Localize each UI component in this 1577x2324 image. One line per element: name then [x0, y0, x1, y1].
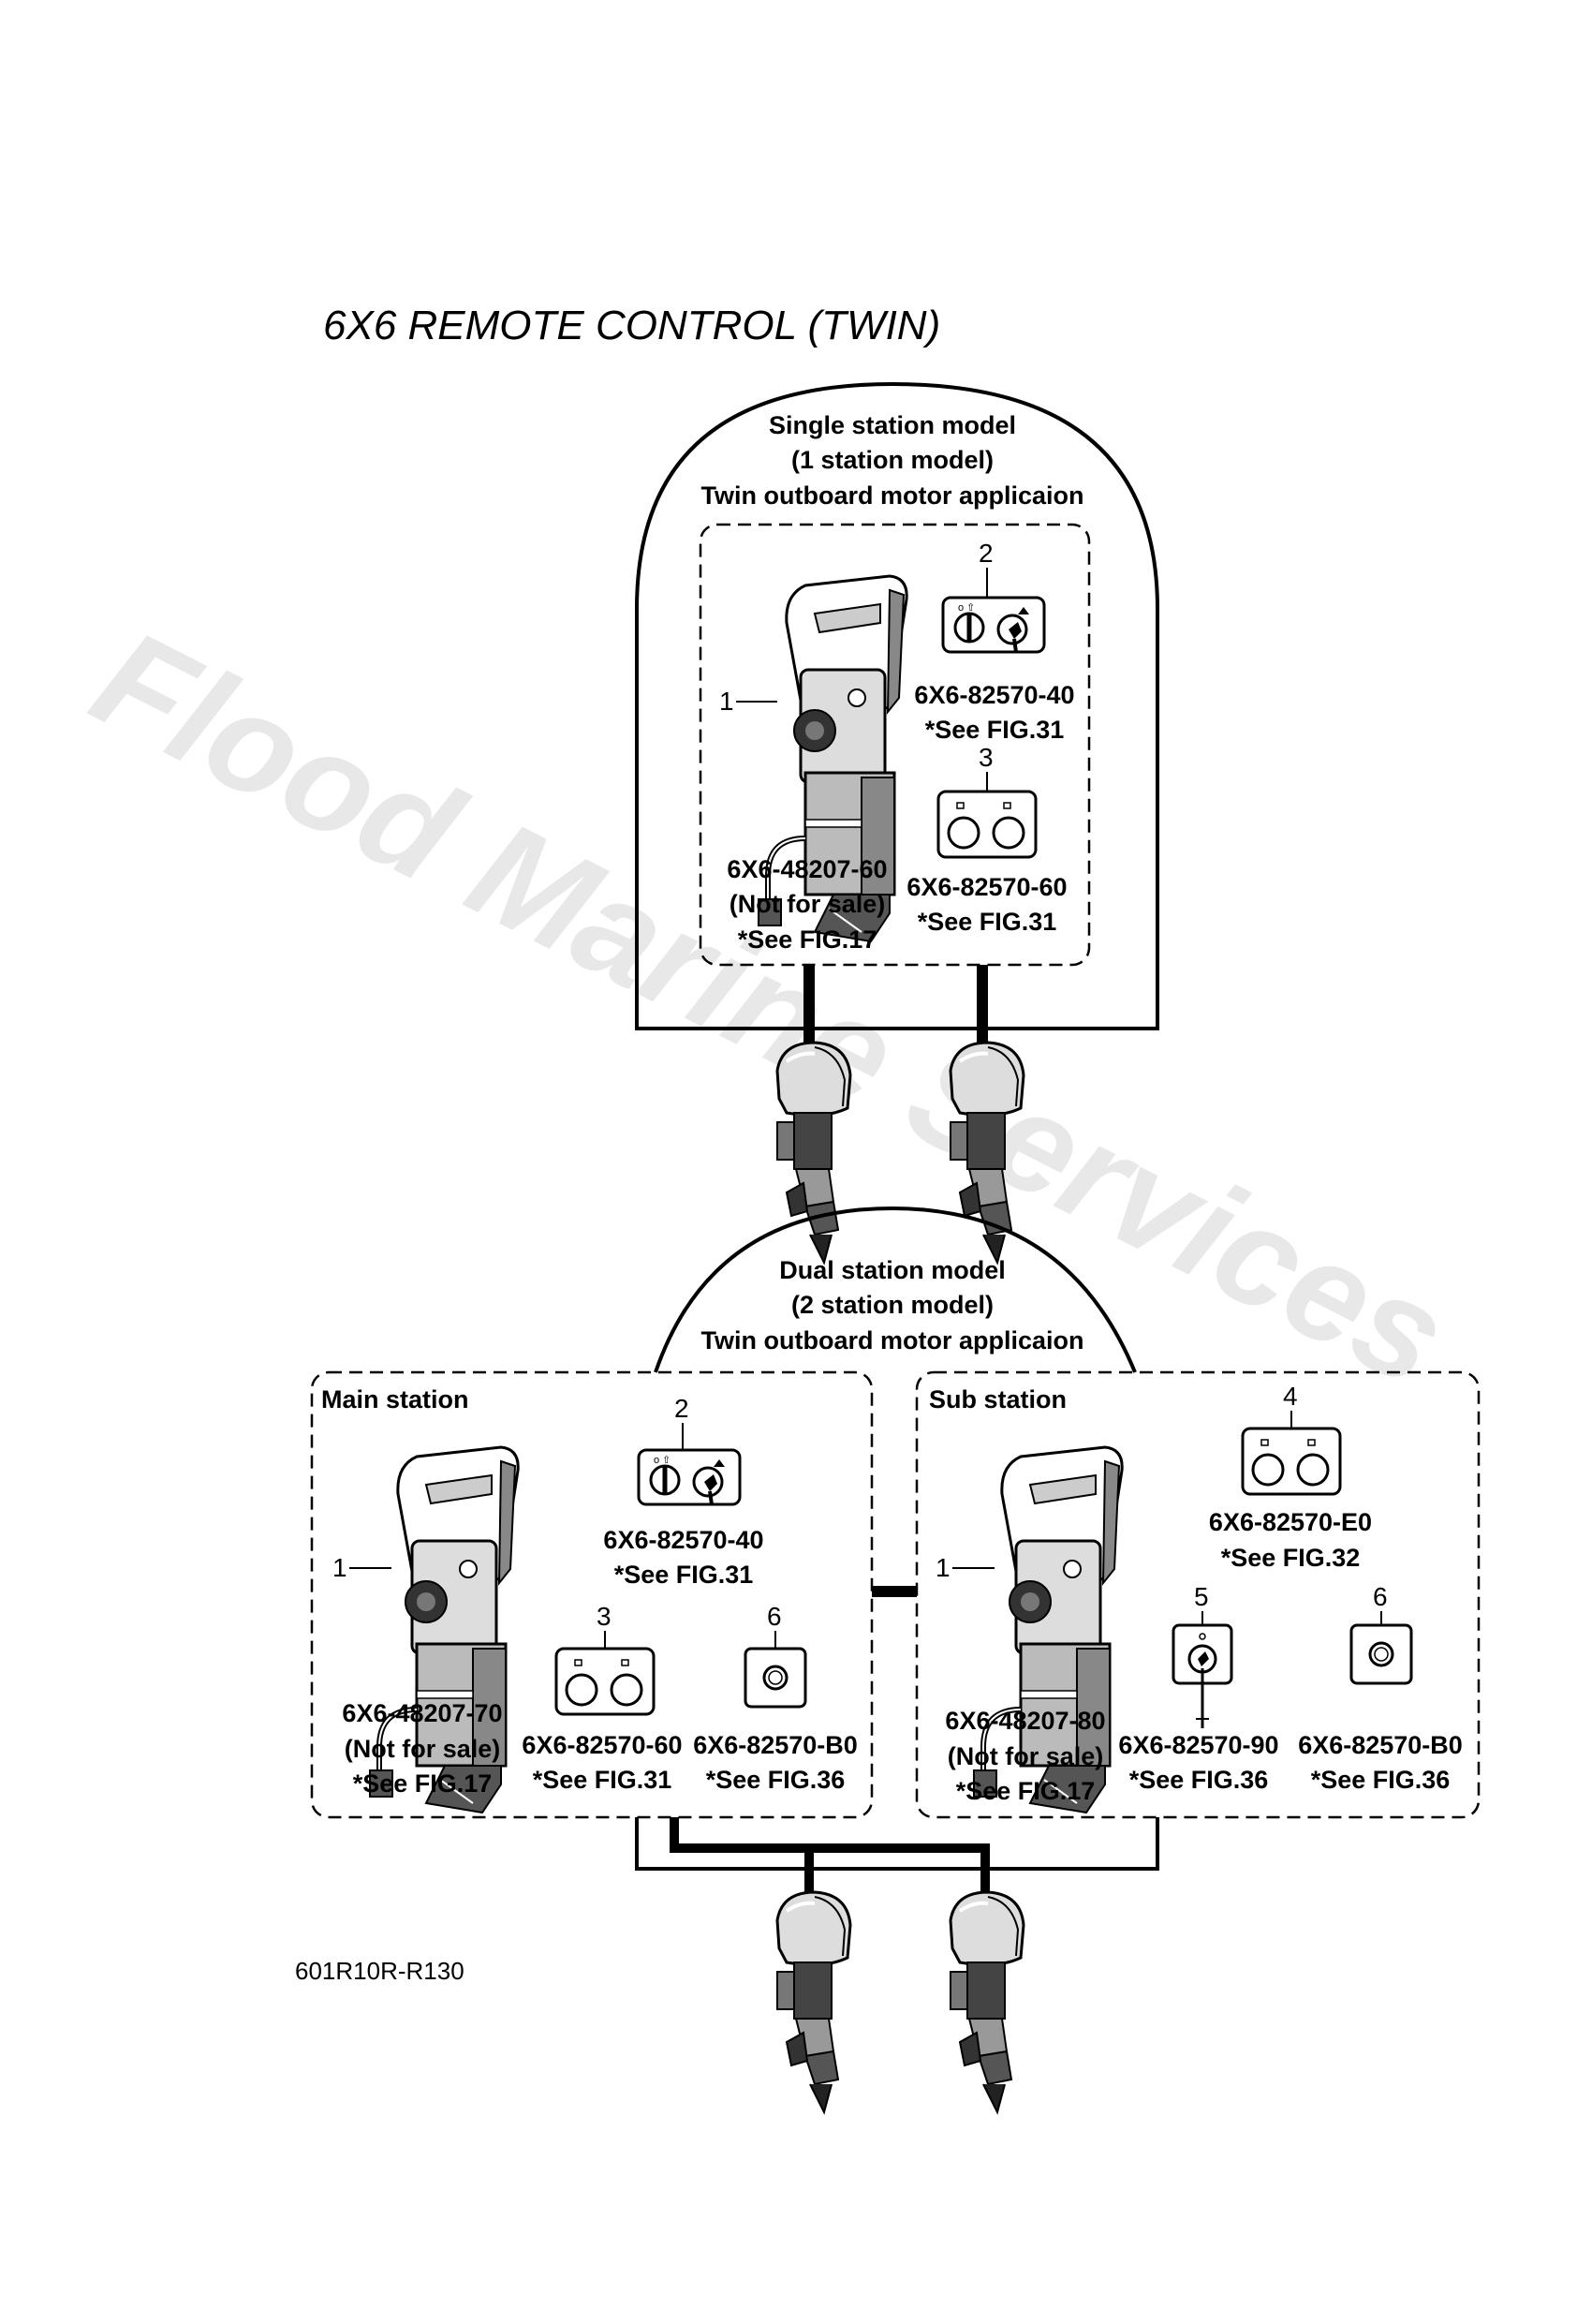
fig-reference: *See FIG.17: [956, 1777, 1096, 1805]
main-switch-panel-icon: [639, 1450, 740, 1504]
part-number: 6X6-82570-60: [906, 873, 1067, 901]
fig-reference: *See FIG.17: [353, 1769, 493, 1798]
item-number: 3: [979, 743, 994, 772]
double-switch-panel-icon: [1241, 1427, 1342, 1496]
item-number: 4: [1283, 1382, 1298, 1411]
single-station-outline: [635, 381, 1159, 1030]
part-number: 6X6-48207-60: [727, 855, 887, 883]
control-cable: [803, 965, 815, 1049]
dual-station-heading: Twin outboard motor applicaion: [701, 1326, 1084, 1354]
dual-station-section: Dual station model (2 station model) Twi…: [310, 1206, 1481, 2114]
sub-station-label: Sub station: [929, 1385, 1067, 1414]
remote-control-lever-icon: [759, 576, 906, 941]
main-switch-panel-icon: [943, 598, 1044, 652]
main-station-label: Main station: [321, 1385, 469, 1414]
single-station-heading: Twin outboard motor applicaion: [701, 481, 1084, 510]
item-number: 6: [767, 1602, 782, 1631]
single-station-section: Single station model (1 station model) T…: [635, 381, 1159, 1265]
item-number: 1: [719, 687, 734, 716]
single-station-heading: (1 station model): [791, 446, 994, 474]
part-number: 6X6-82570-E0: [1209, 1508, 1372, 1536]
fig-reference: *See FIG.36: [1129, 1766, 1269, 1794]
part-number: 6X6-82570-40: [914, 681, 1074, 709]
watermark: Flood Marine Services: [70, 599, 1470, 1416]
drawing-reference: 601R10R-R130: [295, 1957, 464, 1985]
part-note: (Not for sale): [345, 1735, 501, 1763]
single-station-heading: Single station model: [769, 411, 1016, 439]
fig-reference: *See FIG.36: [706, 1766, 846, 1794]
part-number: 6X6-82570-60: [522, 1731, 682, 1759]
item-number: 1: [332, 1553, 347, 1582]
fig-reference: *See FIG.31: [918, 908, 1057, 936]
double-switch-panel-icon: [554, 1647, 656, 1716]
item-number: 2: [674, 1394, 689, 1423]
outboard-motor-icon: [949, 1890, 1025, 2114]
control-cable: [977, 965, 988, 1049]
part-number: 6X6-82570-B0: [693, 1731, 858, 1759]
double-switch-panel-icon: [936, 790, 1038, 859]
fig-reference: *See FIG.36: [1311, 1766, 1451, 1794]
part-number: 6X6-48207-70: [342, 1699, 502, 1727]
item-number: 5: [1194, 1582, 1209, 1611]
fig-reference: *See FIG.31: [533, 1766, 672, 1794]
part-number: 6X6-82570-B0: [1298, 1731, 1463, 1759]
page-title: 6X6 REMOTE CONTROL (TWIN): [323, 303, 940, 348]
single-station-dashed-box: [699, 523, 1091, 967]
main-station-cable: [670, 1817, 990, 1930]
outboard-motor-icon: [775, 1041, 852, 1265]
outboard-motor-icon: [775, 1890, 852, 2114]
fig-reference: *See FIG.31: [925, 716, 1065, 744]
push-button-switch-icon: [1349, 1623, 1413, 1685]
dual-station-heading: Dual station model: [779, 1256, 1006, 1284]
fig-reference: *See FIG.32: [1221, 1544, 1361, 1572]
item-number: 3: [597, 1602, 612, 1631]
part-number: 6X6-82570-40: [603, 1526, 763, 1554]
fig-reference: *See FIG.31: [614, 1561, 754, 1589]
sub-station-box: [915, 1370, 1481, 1819]
part-number: 6X6-48207-80: [945, 1707, 1105, 1735]
part-note: (Not for sale): [730, 890, 886, 918]
push-button-switch-icon: [744, 1647, 807, 1709]
part-number: 6X6-82570-90: [1118, 1731, 1278, 1759]
fig-reference: *See FIG.17: [738, 925, 877, 954]
item-number: 6: [1373, 1582, 1388, 1611]
item-number: 2: [979, 539, 994, 568]
sub-station-cable: [635, 1817, 1159, 1871]
item-number: 1: [936, 1553, 951, 1582]
part-note: (Not for sale): [948, 1742, 1104, 1770]
key-switch-icon: [1172, 1623, 1233, 1730]
dual-station-heading: (2 station model): [791, 1291, 994, 1319]
dual-station-arch: [654, 1206, 1137, 1373]
